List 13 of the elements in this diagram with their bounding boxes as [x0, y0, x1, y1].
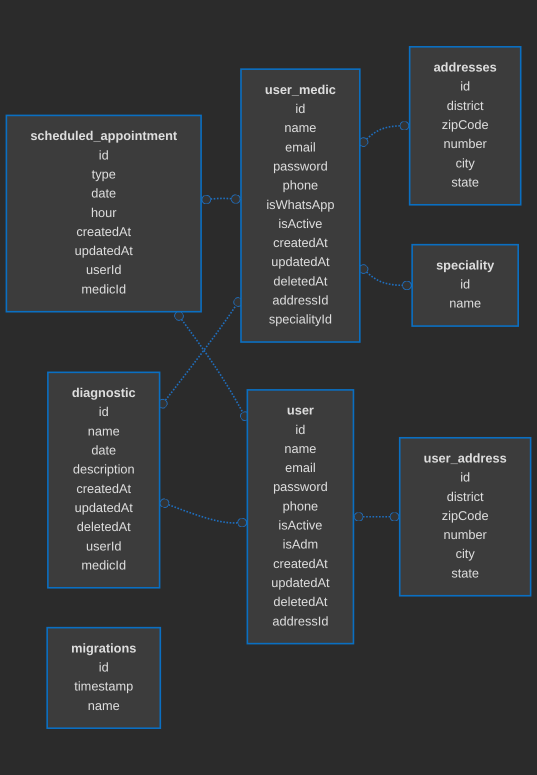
node-box: user_address id district zipCode number city state [398, 436, 532, 597]
connector [159, 498, 248, 528]
node-box: user id name email password phone isActive isAdm createdAt updatedAt deletedAt addressId [246, 389, 354, 644]
connector [353, 512, 400, 522]
node-box: speciality id name [411, 244, 519, 327]
node-box: user_medic id name email password phone isWhatsApp isActive createdAt updatedAt deletedAt addressId specialityId [240, 68, 361, 343]
node-box: diagnostic id name date description createdAt updatedAt deletedAt userId medicId [47, 372, 160, 589]
connector [358, 120, 410, 147]
connector [200, 194, 242, 204]
node-box: migrations id timestamp name [46, 626, 162, 729]
node-box: addresses id district zipCode number city state [408, 46, 522, 206]
node-box: scheduled_appointment id type date hour createdAt updatedAt userId medicId [6, 114, 202, 312]
connector [358, 264, 412, 290]
